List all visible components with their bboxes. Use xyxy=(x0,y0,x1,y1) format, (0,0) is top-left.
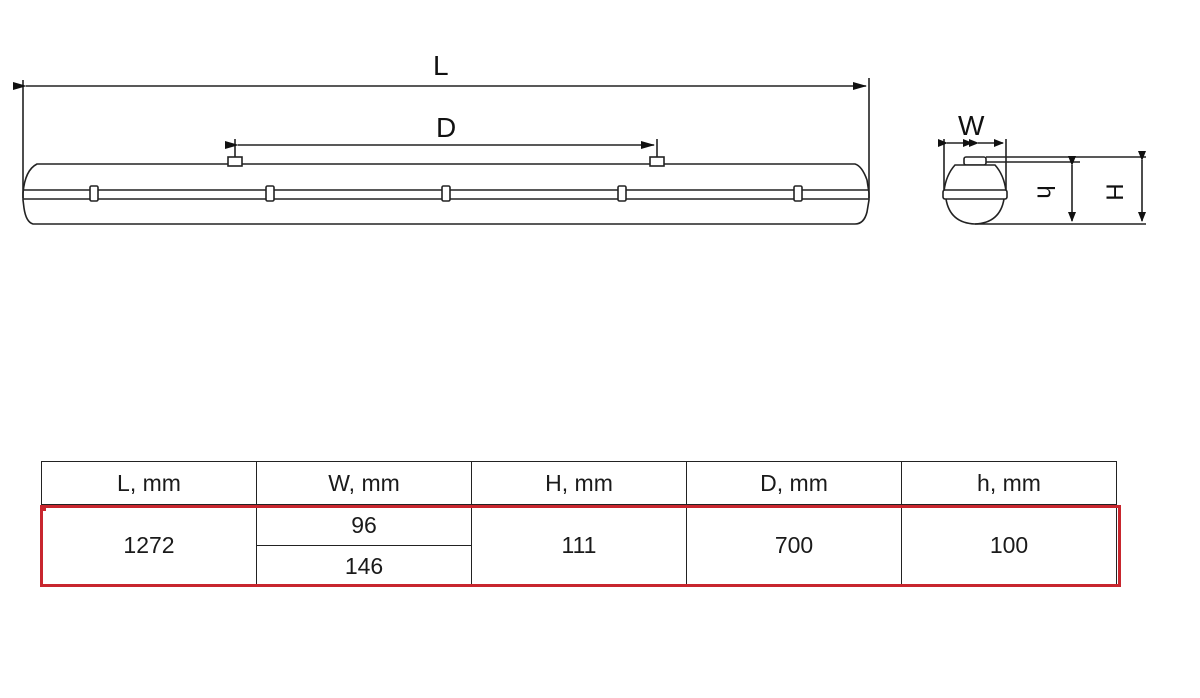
dimensions-table: L, mm W, mm H, mm D, mm h, mm 1272 96 11… xyxy=(41,461,1117,587)
cell-mount-distance: 700 xyxy=(686,504,902,587)
dimension-label-mount-distance: D xyxy=(436,112,457,143)
header-body-height: h, mm xyxy=(901,461,1117,505)
cell-length: 1272 xyxy=(41,504,257,587)
cell-body-height: 100 xyxy=(901,504,1117,587)
cell-total-height: 111 xyxy=(471,504,687,587)
fixture-end-view xyxy=(938,139,1146,225)
dimension-label-length: L xyxy=(433,50,449,81)
fixture-side-view xyxy=(13,78,1146,225)
dimension-label-total-height: H xyxy=(1100,183,1128,201)
table-row: 146 xyxy=(42,545,1117,587)
dimension-label-body-height: h xyxy=(1031,185,1059,199)
cell-width-1: 96 xyxy=(256,504,472,546)
dimension-label-width: W xyxy=(958,110,985,141)
table-header-row: L, mm W, mm H, mm D, mm h, mm xyxy=(41,461,1117,505)
header-width: W, mm xyxy=(256,461,472,505)
table-row: 1272 96 111 700 100 xyxy=(41,504,1117,587)
technical-drawing: L D W h H xyxy=(0,0,1200,260)
header-length: L, mm xyxy=(41,461,257,505)
cell-width-2: 146 xyxy=(256,545,472,587)
header-mount-distance: D, mm xyxy=(686,461,902,505)
header-total-height: H, mm xyxy=(471,461,687,505)
